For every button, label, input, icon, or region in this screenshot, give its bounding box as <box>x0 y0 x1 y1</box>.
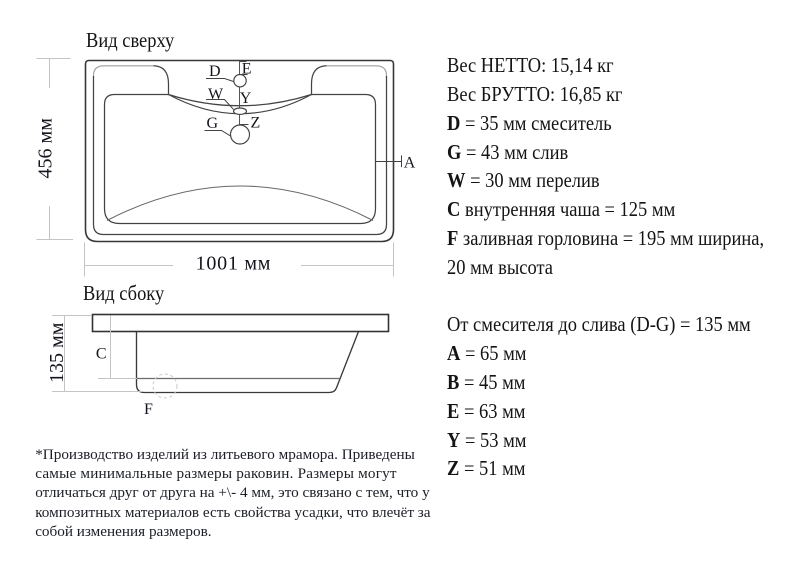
svg-text:F: F <box>144 401 153 418</box>
svg-text:G: G <box>207 115 219 132</box>
svg-text:A: A <box>404 154 416 171</box>
svg-text:E: E <box>242 61 252 78</box>
svg-text:Y: Y <box>240 90 252 107</box>
svg-text:1001 мм: 1001 мм <box>196 253 272 275</box>
svg-text:456 мм: 456 мм <box>35 118 57 179</box>
svg-text:W: W <box>208 86 224 103</box>
svg-text:D: D <box>209 63 221 80</box>
svg-text:135 мм: 135 мм <box>46 322 68 383</box>
svg-text:Z: Z <box>251 114 261 131</box>
svg-text:C: C <box>96 346 107 363</box>
